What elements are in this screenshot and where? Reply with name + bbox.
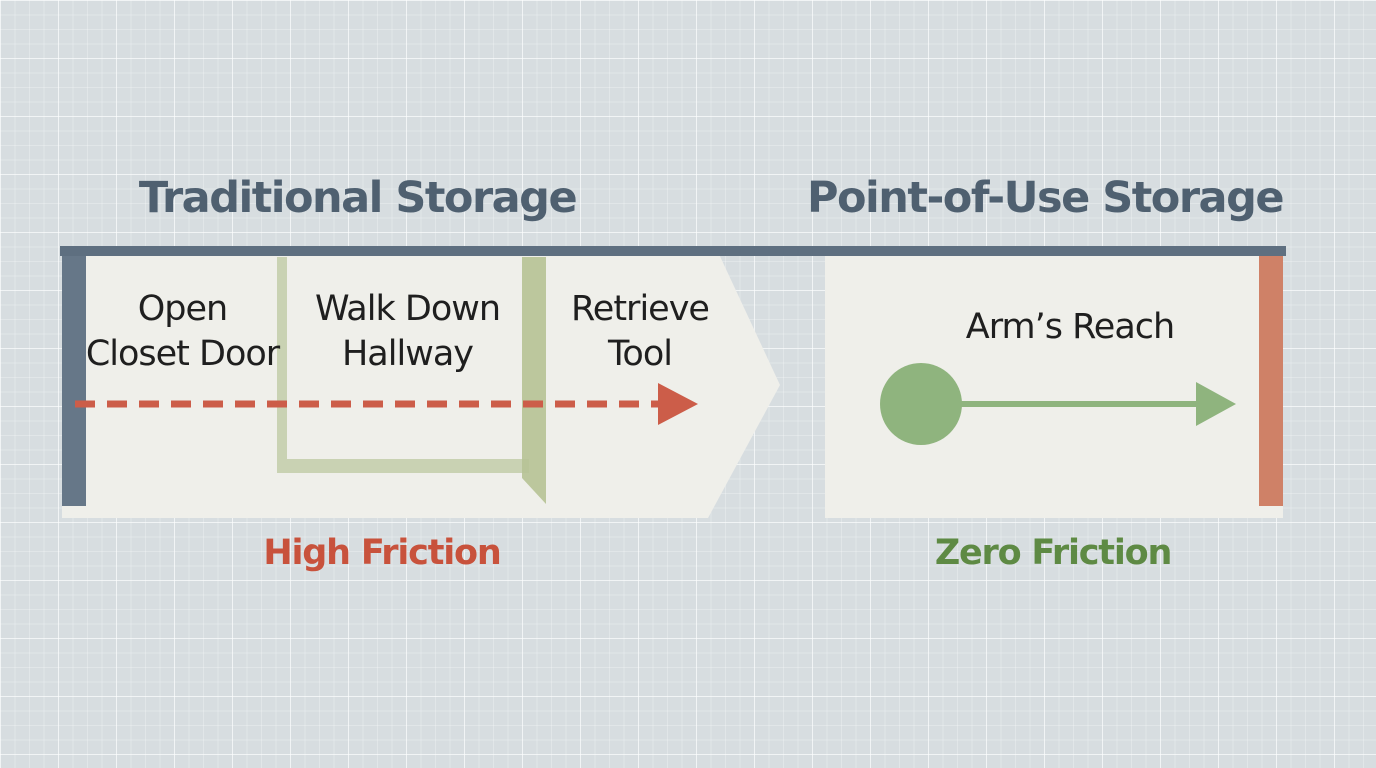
step-line: Retrieve bbox=[571, 289, 710, 329]
step-line: Tool bbox=[608, 334, 673, 374]
zero-friction-label: Zero Friction bbox=[934, 533, 1173, 573]
step-line: Hallway bbox=[341, 334, 474, 374]
route-arrow-head bbox=[658, 383, 698, 425]
step-line: Closet Door bbox=[85, 334, 280, 374]
hallway-left-wall bbox=[277, 257, 287, 473]
reach-arrow-head bbox=[1196, 382, 1236, 426]
point-of-use-storage-title: Point-of-Use Storage bbox=[806, 173, 1285, 223]
traditional-left-edge bbox=[62, 256, 86, 506]
point-of-use-right-edge bbox=[1259, 256, 1283, 506]
high-friction-label: High Friction bbox=[263, 533, 501, 573]
step-line: Open bbox=[137, 289, 228, 329]
traditional-storage-title: Traditional Storage bbox=[138, 173, 578, 223]
step-arms-reach: Arm’s Reach bbox=[965, 307, 1175, 347]
reach-origin-dot bbox=[880, 363, 962, 445]
hallway-right-wall bbox=[522, 257, 546, 504]
step-walk-down-hallway: Walk Down Hallway bbox=[290, 287, 525, 377]
traditional-panel bbox=[62, 252, 780, 518]
step-line: Walk Down bbox=[314, 289, 501, 329]
hallway-floor bbox=[277, 459, 529, 473]
step-open-closet-door: Open Closet Door bbox=[80, 287, 285, 377]
step-retrieve-tool: Retrieve Tool bbox=[545, 287, 735, 377]
top-bar bbox=[60, 246, 1286, 256]
